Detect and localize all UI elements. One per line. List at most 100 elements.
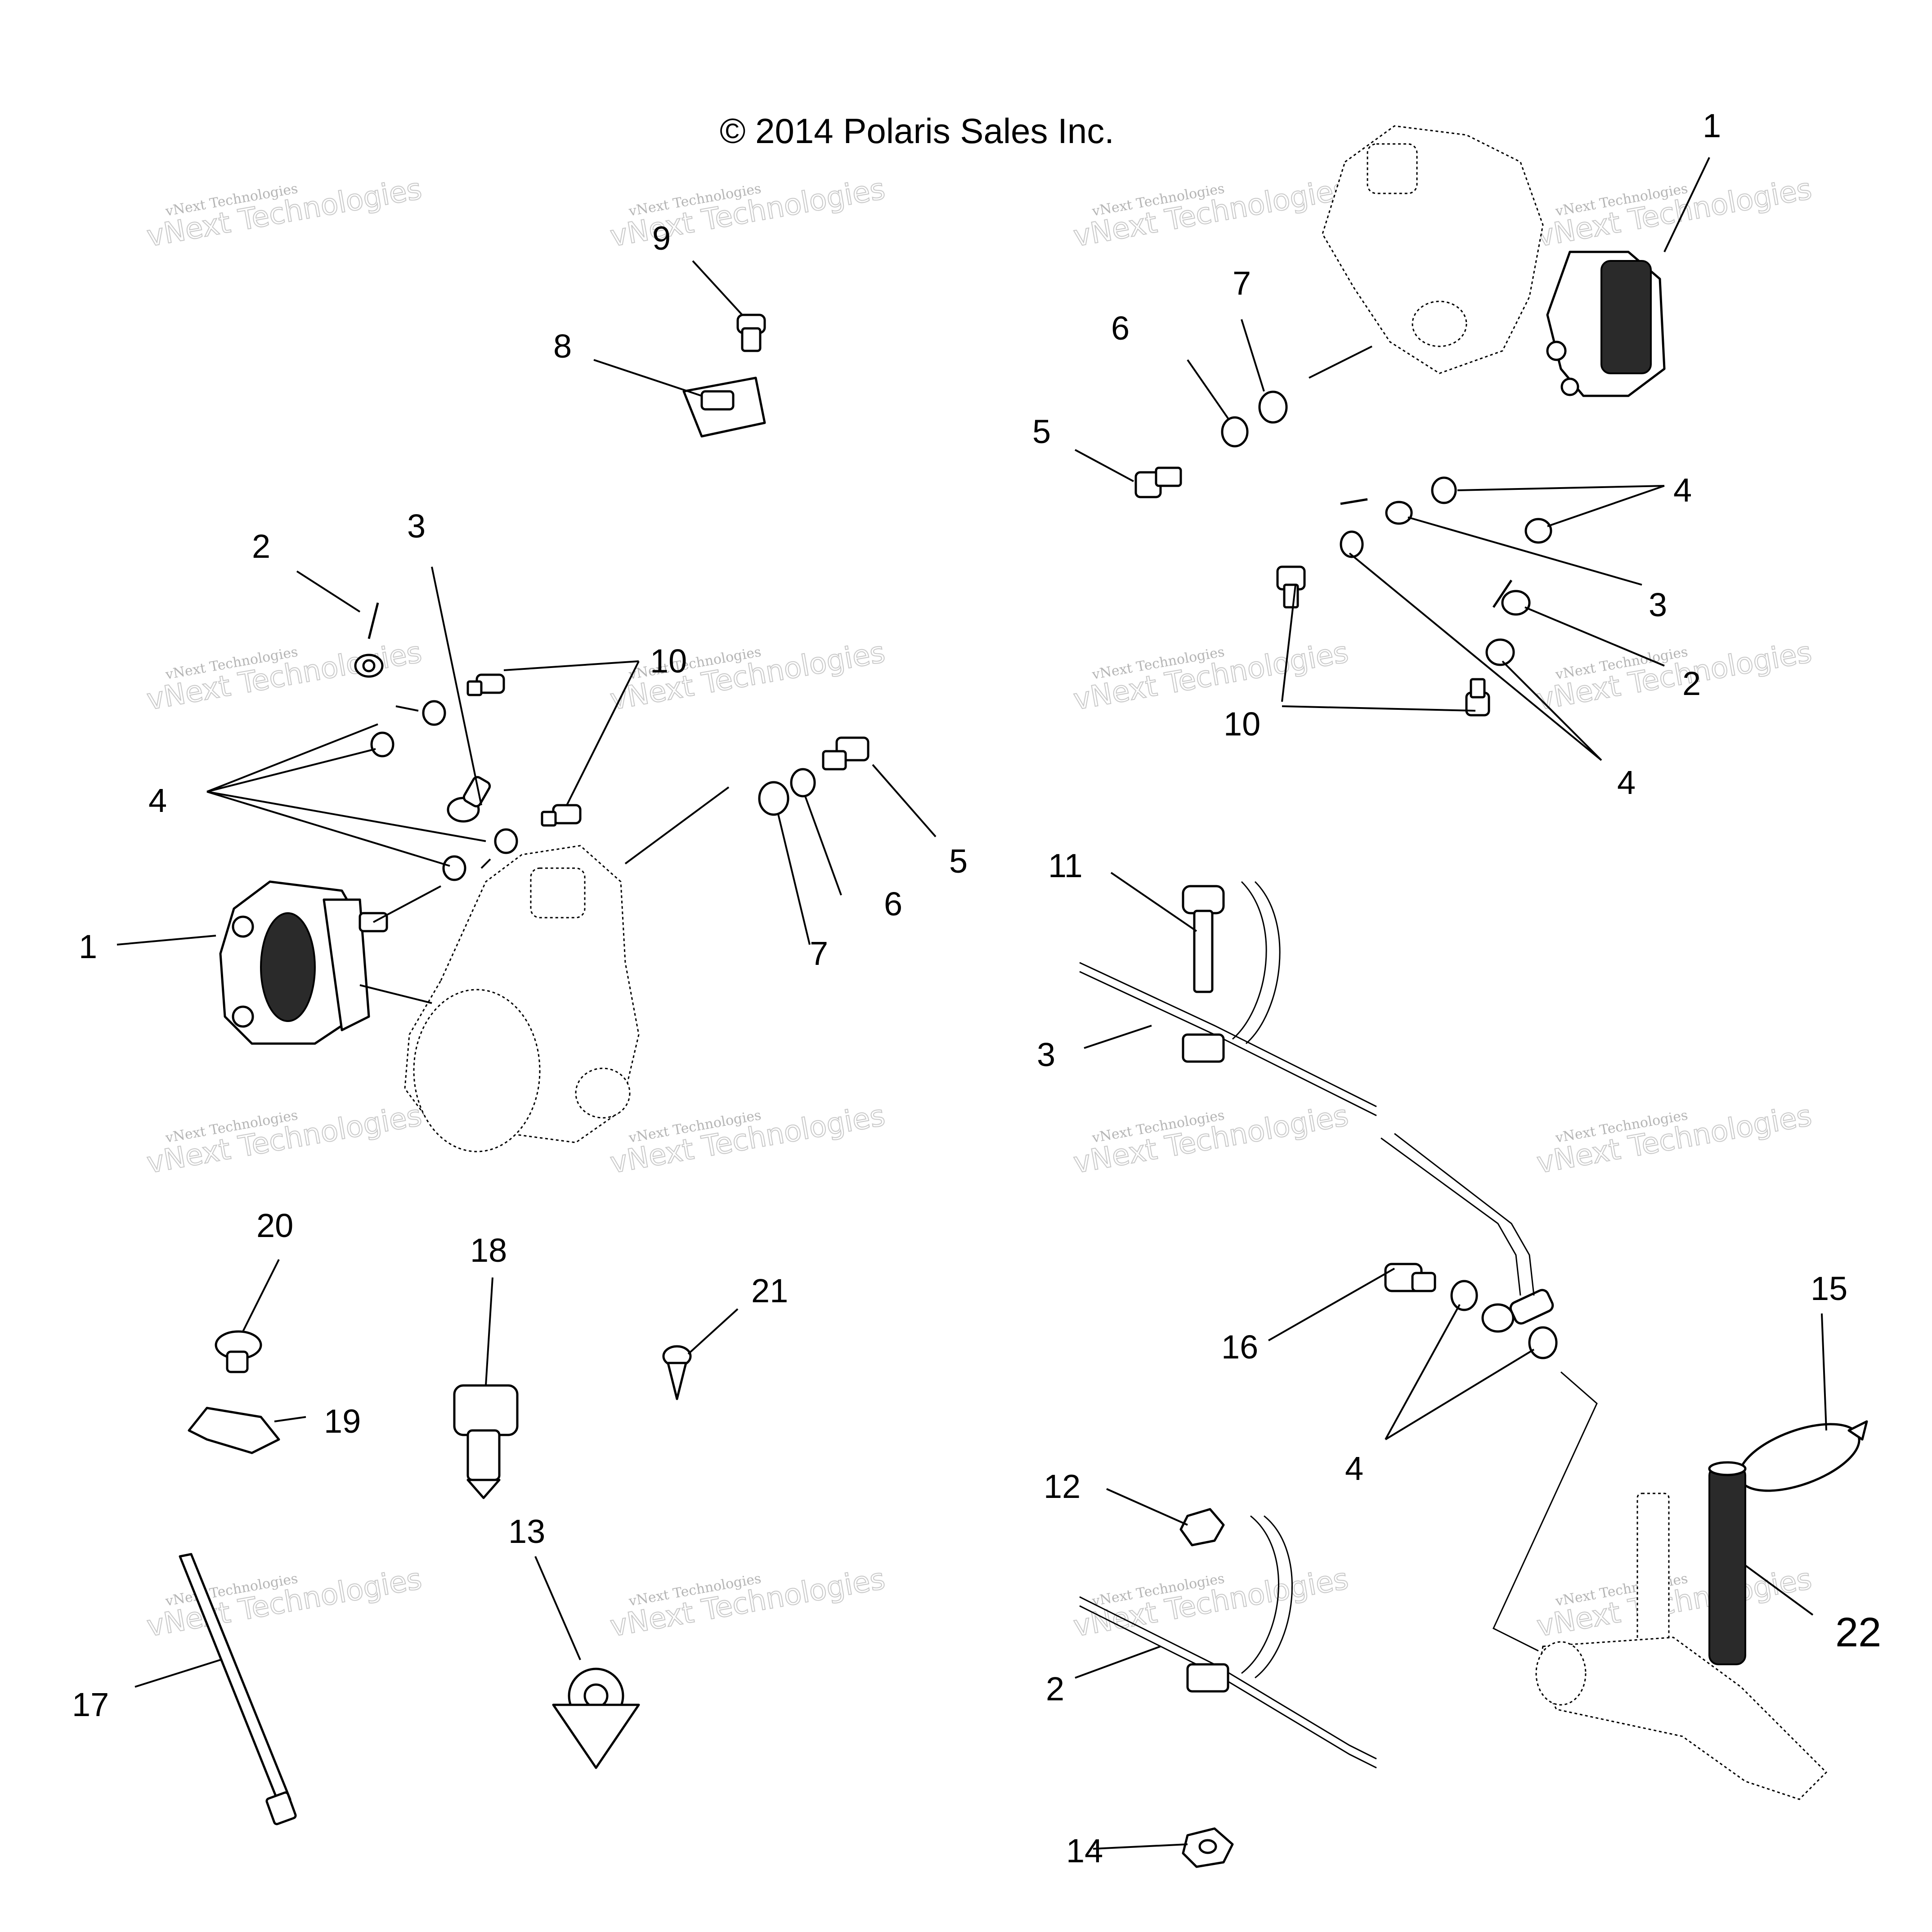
watermark: vNext Technologies vNext Technologies (1071, 1562, 1351, 1644)
callout-label: 6 (1111, 309, 1130, 347)
right-washer (1485, 638, 1515, 666)
left-knuckle-assembly (219, 602, 870, 1152)
right-bolt (1465, 678, 1490, 717)
watermark: vNext Technologies vNext Technologies (607, 635, 888, 717)
washer-part-4 (1450, 1280, 1478, 1311)
cable-tie-part-17 (179, 1553, 297, 1825)
callout-label: 7 (1233, 264, 1251, 302)
callout-label: 3 (1649, 586, 1667, 623)
screw-part-21 (662, 1345, 692, 1400)
nut-part-14 (1182, 1827, 1234, 1868)
left-washer (442, 855, 466, 881)
callout-label: 10 (1224, 705, 1260, 743)
callout-label: 4 (1617, 764, 1636, 801)
watermark: vNext Technologies vNext Technologies (1071, 172, 1351, 254)
right-washer (1431, 476, 1457, 504)
callout-label: 10 (650, 642, 687, 680)
callout-label: 17 (72, 1686, 109, 1723)
right-washer (1524, 518, 1552, 544)
watermark: vNext Technologies vNext Technologies (144, 1098, 425, 1180)
callout-label: 9 (652, 220, 671, 257)
left-bolt (466, 673, 505, 696)
watermark: vNext Technologies vNext Technologies (1534, 172, 1815, 254)
callout-label: 1 (79, 928, 97, 965)
assembly-link (359, 984, 432, 1004)
callout-label: 8 (553, 327, 572, 365)
callout-label: 18 (470, 1232, 507, 1269)
callout-label: 20 (256, 1207, 293, 1244)
copyright-text: © 2014 Polaris Sales Inc. (720, 111, 1114, 151)
left-hub-washer (758, 781, 789, 816)
strap-part-15 (1738, 1420, 1868, 1492)
clip-part-19 (188, 1407, 280, 1454)
master-cylinder (1535, 1493, 1828, 1800)
callout-label: 4 (148, 782, 167, 819)
left-washer (494, 828, 518, 854)
callout-label: 5 (949, 843, 968, 880)
watermark: vNext Technologies vNext Technologies (1071, 635, 1351, 717)
left-knuckle-lower-eye (575, 1067, 631, 1119)
right-fitting (1492, 579, 1531, 616)
callout-label: 7 (810, 935, 828, 972)
brake-line-2 (1079, 1515, 1377, 1769)
right-bolt (1276, 565, 1306, 609)
watermark: vNext Technologies vNext Technologies (607, 1098, 888, 1180)
right-hub-washer (1258, 390, 1288, 424)
left-fitting (447, 776, 491, 823)
watermark: vNext Technologies vNext Technologies (1534, 635, 1815, 717)
right-hub-bolt (1134, 466, 1182, 498)
callout-label: 6 (884, 885, 902, 923)
callout-label: 19 (324, 1403, 361, 1440)
callout-label: 16 (1221, 1328, 1258, 1366)
bracket-part-8 (682, 377, 766, 438)
left-caliper (219, 880, 388, 1045)
callout-label: 12 (1044, 1468, 1080, 1505)
push-clip-part-18 (453, 1384, 519, 1499)
callout-label: 3 (1037, 1036, 1055, 1073)
callout-label: 14 (1066, 1832, 1103, 1869)
right-knuckle-assembly (1134, 125, 1666, 717)
brake-line-3 (1079, 881, 1535, 1296)
left-hub-bolt (822, 736, 870, 771)
callout-label: 2 (1046, 1670, 1064, 1708)
callout-label: 15 (1811, 1270, 1847, 1307)
watermark: vNext Technologies vNext Technologies (1071, 1098, 1351, 1180)
right-washer (1340, 530, 1364, 558)
right-hub-washer (1221, 416, 1249, 448)
assembly-link (624, 786, 730, 865)
callout-label: 2 (1682, 665, 1701, 702)
watermark: vNext Technologies vNext Technologies (607, 172, 888, 254)
watermark: vNext Technologies vNext Technologies (1534, 1562, 1815, 1644)
banjo-bolt-part-16 (1384, 1263, 1436, 1292)
right-line-end (1340, 498, 1413, 525)
watermark: vNext Technologies vNext Technologies (607, 1562, 888, 1644)
left-washer (422, 700, 446, 726)
callout-label: 3 (407, 507, 426, 545)
left-knuckle-bore (413, 989, 541, 1152)
screw-part-9 (736, 314, 766, 352)
callout-label: 5 (1032, 413, 1051, 450)
left-knuckle-upper-boss (530, 867, 586, 919)
callout-label: 2 (252, 528, 270, 565)
leader-lines (117, 157, 1827, 1850)
assembly-link (373, 885, 441, 923)
left-bolt (541, 804, 582, 827)
left-brake-line-end (354, 602, 384, 678)
banjo-fitting (1481, 1289, 1554, 1333)
callout-label: 13 (508, 1513, 545, 1550)
retainer-part-13 (552, 1668, 640, 1769)
watermark: vNext Technologies vNext Technologies (144, 172, 425, 254)
spring-part-22 (1708, 1461, 1747, 1665)
right-knuckle-eye (1412, 300, 1467, 347)
callout-label: 1 (1703, 107, 1721, 144)
left-washer (370, 731, 394, 758)
callout-label: 4 (1345, 1450, 1363, 1487)
callout-label: 11 (1048, 847, 1083, 884)
bolt-part-11 (1182, 885, 1225, 993)
screw-part-20 (215, 1330, 262, 1373)
callout-label: 21 (751, 1272, 788, 1309)
nut-part-12 (1179, 1508, 1225, 1546)
watermark: vNext Technologies vNext Technologies (1534, 1098, 1815, 1180)
callout-label: 4 (1673, 471, 1692, 509)
